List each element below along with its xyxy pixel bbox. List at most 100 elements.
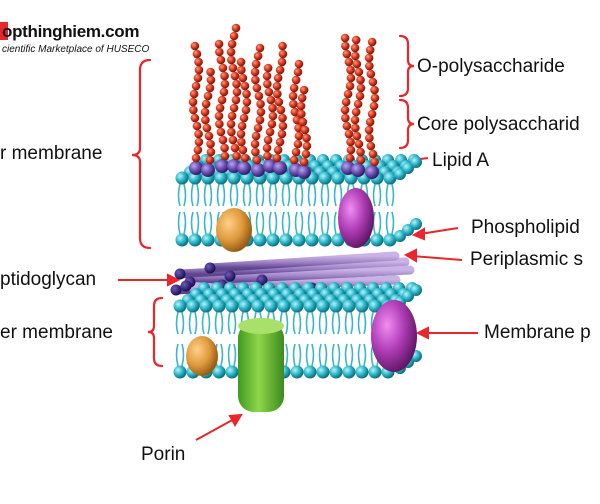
polysaccharide-bead: [296, 101, 306, 111]
outer-tail: [268, 183, 278, 207]
outer-tail: [320, 211, 330, 235]
polysaccharide-bead: [220, 143, 229, 153]
polysaccharide-bead: [289, 99, 298, 109]
polysaccharide-bead: [252, 155, 262, 165]
polysaccharide-bead: [215, 47, 224, 57]
polysaccharide-bead: [228, 63, 238, 73]
inner-tail: [292, 311, 302, 335]
polysaccharide-bead: [256, 107, 266, 117]
polysaccharide-bead: [227, 111, 237, 121]
polysaccharide-bead: [263, 135, 273, 145]
inner-tail: [331, 311, 341, 335]
polysaccharide-bead: [238, 73, 248, 83]
polysaccharide-bead: [289, 155, 299, 165]
lipid-a-bead: [189, 161, 203, 175]
polysaccharide-bead: [367, 109, 377, 119]
polysaccharide-bead: [190, 41, 200, 51]
polysaccharide-bead: [242, 97, 252, 107]
inner-head: [186, 299, 200, 313]
polysaccharide-bead: [194, 129, 203, 139]
outer-head: [383, 171, 397, 185]
o-polysaccharide-bracket: [398, 34, 415, 98]
polysaccharide-bead: [355, 91, 365, 101]
inner-head: [342, 365, 356, 379]
outer-head: [279, 171, 293, 185]
lipid-a-bead: [215, 159, 229, 173]
outer-head: [175, 233, 189, 247]
polysaccharide-bead: [193, 145, 203, 155]
polysaccharide-bead: [299, 157, 309, 167]
polysaccharide-bead: [290, 107, 300, 117]
inner-head: [329, 365, 343, 379]
inner-head: [329, 299, 343, 313]
inner-tail: [227, 343, 237, 367]
polysaccharide-bead: [254, 91, 264, 101]
polysaccharide-bead: [273, 145, 283, 155]
polysaccharide-bead: [237, 65, 246, 75]
outer-head: [410, 218, 422, 230]
inner-head: [303, 299, 317, 313]
polysaccharide-bead: [302, 141, 312, 151]
polysaccharide-bead: [218, 135, 228, 145]
label-core-polysaccharide: Core polysaccharid: [417, 114, 580, 135]
polysaccharide-bead: [236, 129, 246, 139]
polysaccharide-bead: [226, 47, 236, 57]
polysaccharide-bead: [340, 105, 350, 115]
polysaccharide-bead: [206, 139, 215, 149]
polysaccharide-bead: [274, 97, 284, 107]
polysaccharide-bead: [251, 59, 261, 69]
outer-head: [331, 233, 345, 247]
label-inner-membrane: er membrane: [0, 322, 113, 343]
outer-tail: [242, 183, 252, 207]
polysaccharide-bead: [189, 105, 198, 115]
polysaccharide-bead: [255, 43, 265, 53]
inner-tail: [357, 343, 367, 367]
polysaccharide-bead: [275, 137, 285, 147]
polysaccharide-bead: [255, 115, 265, 125]
outer-head: [279, 233, 293, 247]
polysaccharide-bead: [342, 121, 352, 131]
polysaccharide-bead: [291, 147, 301, 157]
label-phospholipid: Phospholipid: [471, 217, 580, 238]
polysaccharide-bead: [204, 131, 214, 141]
polysaccharide-bead: [226, 119, 236, 129]
watermark-site: opthinghiem.com: [2, 22, 140, 41]
polysaccharide-bead: [352, 59, 362, 69]
lipid-a-bead: [365, 165, 379, 179]
polysaccharide-bead: [189, 89, 199, 99]
polysaccharide-bead: [191, 153, 201, 163]
polysaccharide-bead: [214, 39, 224, 49]
inner-tail: [214, 311, 224, 335]
peptidoglycan-strand: [205, 251, 400, 273]
outer-head: [370, 233, 384, 247]
outer-tail: [307, 183, 317, 207]
polysaccharide-bead: [250, 139, 260, 149]
polysaccharide-bead: [294, 131, 304, 141]
polysaccharide-bead: [368, 77, 378, 87]
inner-tail: [292, 343, 302, 367]
polysaccharide-bead: [192, 121, 202, 131]
inner-tail: [357, 311, 367, 335]
brackets: [131, 34, 415, 368]
outer-tail: [333, 183, 343, 207]
polysaccharide-bead: [267, 119, 277, 129]
polysaccharide-bead: [301, 149, 311, 159]
polysaccharide-bead: [342, 49, 352, 59]
inner-tail: [318, 343, 328, 367]
polysaccharide-bead: [291, 75, 301, 85]
outer-head: [331, 171, 345, 185]
outer-head: [175, 171, 189, 185]
polysaccharide-bead: [190, 113, 200, 123]
outer-tail: [372, 211, 382, 235]
lipid-a-bead: [237, 161, 251, 175]
membrane-proteins: [186, 188, 417, 412]
inner-head: [264, 299, 278, 313]
polysaccharide-bead: [275, 65, 285, 75]
polysaccharide-bead: [227, 127, 236, 137]
outer-tail: [255, 211, 265, 235]
polysaccharide-bead: [231, 23, 241, 33]
inner-membrane-bracket: [147, 296, 164, 368]
polysaccharide-bead: [343, 89, 353, 99]
inner-head: [303, 365, 317, 379]
